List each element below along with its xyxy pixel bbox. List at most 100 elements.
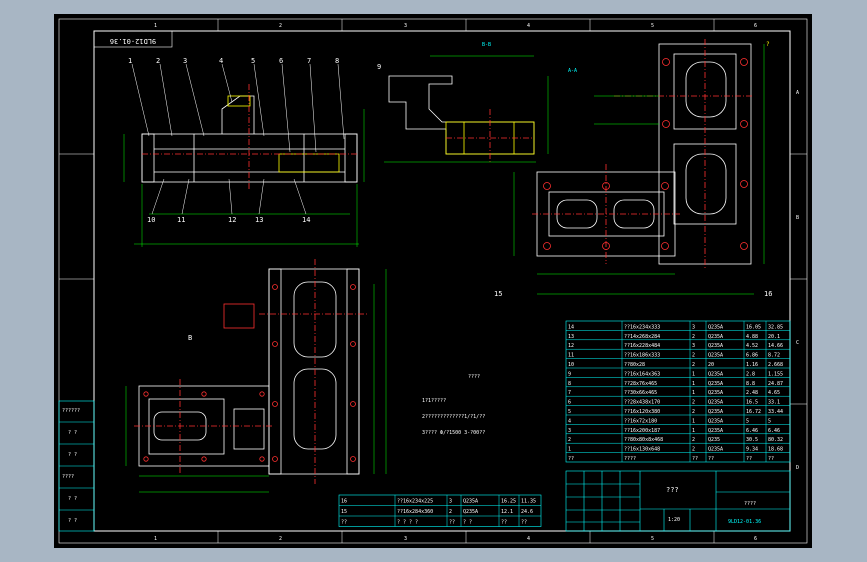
zone-top-5: 5 (651, 23, 654, 29)
bom-cell-mat: Q235A (708, 400, 723, 406)
bom-cell-w2: 4.65 (768, 390, 780, 396)
bom-cell-qty: 3 (692, 343, 695, 349)
bom-lower-cell-mat: ? ? (463, 520, 472, 526)
left-label-5: ? ? (68, 496, 77, 502)
bom-frame (565, 320, 791, 463)
bom-lower-cell-qty: ?? (449, 520, 455, 526)
title-block-company: ???? (744, 501, 756, 507)
zone-bottom-5: 5 (651, 536, 654, 542)
bom-cell-w1: 2.8 (746, 371, 755, 377)
bom-cell-w2: 33.44 (768, 409, 783, 415)
bom-cell-no: 10 (568, 362, 574, 368)
bom-lower-cell-desc: ? ? ? ? (397, 520, 418, 526)
bom-cell-desc: ??16x72x180 (624, 418, 657, 424)
zone-bottom-4: 4 (527, 536, 530, 542)
left-label-4: ???? (62, 474, 74, 480)
bom-lower-cell-desc: ??16x234x225 (397, 499, 433, 505)
bom-cell-desc: ??16x200x187 (624, 428, 660, 434)
bom-cell-desc: ??16x234x333 (624, 324, 660, 330)
balloon-leaders-top (131, 63, 345, 215)
bom-cell-w2: 18.68 (768, 447, 783, 453)
bom-lower-cell-w2: 24.6 (521, 509, 533, 515)
bom-cell-qty: 2 (692, 334, 695, 340)
zone-right-a: A (796, 90, 799, 96)
outer-frame (58, 18, 808, 544)
bom-cell-mat: Q235A (708, 343, 723, 349)
plan-view-right (513, 164, 754, 295)
bom-cell-w1: 30.5 (746, 437, 758, 443)
bom-cell-no: 11 (568, 353, 574, 359)
bom-cell-w1: 8.8 (746, 381, 755, 387)
bom-cell-qty: 2 (692, 400, 695, 406)
view-label-b: B (188, 334, 192, 342)
bom-cell-desc: ???? (624, 456, 636, 462)
bom-cell-w1: 5 (746, 418, 749, 424)
left-stamp-table (58, 400, 95, 532)
bom-cell-mat: 20 (708, 362, 714, 368)
bom-cell-w2: 32.85 (768, 324, 783, 330)
bom-cell-no: 1 (568, 447, 571, 453)
bom-cell-desc: ??14x268x284 (624, 334, 660, 340)
bom-cell-w2: 24.87 (768, 381, 783, 387)
bom-cell-w1: 4.52 (746, 343, 758, 349)
bom-cell-w1: 16.72 (746, 409, 761, 415)
bom-cell-desc: ??80x28 (624, 362, 645, 368)
bom-lower-cell-w2: 11.35 (521, 499, 536, 505)
corner-mark: ? (766, 41, 770, 48)
bom-cell-desc: ??16x228x484 (624, 343, 660, 349)
bom-cell-w1: 4.88 (746, 334, 758, 340)
zone-top-4: 4 (527, 23, 530, 29)
title-block-title: ??? (666, 486, 679, 494)
section-aa-label: A-A (568, 68, 577, 74)
bom-cell-desc: ??16x164x363 (624, 371, 660, 377)
section-bb-view (384, 55, 549, 164)
bom-cell-w1: 6.46 (746, 428, 758, 434)
bom-lower-cell-w1: 12.1 (501, 509, 513, 515)
bom-cell-no: 12 (568, 343, 574, 349)
front-view (123, 84, 365, 247)
bom-cell-qty: 2 (692, 447, 695, 453)
notes-heading: ???? (468, 374, 480, 380)
drawing-canvas: 1 2 3 4 5 6 1 2 3 4 5 6 A B C D 9LD12-01… (58, 18, 808, 544)
left-label-2: ? ? (68, 430, 77, 436)
bom-lower-cell-no: ?? (341, 520, 347, 526)
bom-lower-cell-no: 15 (341, 509, 347, 515)
bom-cell-qty: 1 (692, 418, 695, 424)
bom-cell-mat: Q235A (708, 381, 723, 387)
bom-cell-w1: 9.34 (746, 447, 758, 453)
bom-cell-w1: 2.48 (746, 390, 758, 396)
side-view (125, 379, 274, 493)
section-aa-view (594, 39, 765, 269)
title-block-number: 9LD12-01.36 (728, 519, 761, 525)
bom-cell-qty: 2 (692, 437, 695, 443)
bom-cell-no: 9 (568, 371, 571, 377)
bom-lower-cell-qty: 2 (449, 509, 452, 515)
bom-cell-desc: ??28x76x465 (624, 381, 657, 387)
balloon-6: 6 (279, 57, 283, 65)
balloon-11: 11 (177, 216, 185, 224)
bom-lower-cell-w1: ?? (501, 520, 507, 526)
notes-line-1: 1?1????? (422, 398, 446, 404)
bom-cell-qty: 2 (692, 409, 695, 415)
bom-cell-mat: Q235 (708, 437, 720, 443)
zone-top-2: 2 (279, 23, 282, 29)
bom-cell-qty: 2 (692, 353, 695, 359)
bom-cell-qty: 3 (692, 324, 695, 330)
bom-cell-qty: 1 (692, 381, 695, 387)
zone-bottom-2: 2 (279, 536, 282, 542)
bom-cell-qty: 2 (692, 362, 695, 368)
bom-cell-w1: 6.86 (746, 353, 758, 359)
zone-bottom-3: 3 (404, 536, 407, 542)
bom-lower-frame (338, 494, 542, 527)
bom-cell-qty: ?? (692, 456, 698, 462)
bom-cell-no: 7 (568, 390, 571, 396)
balloon-1: 1 (128, 57, 132, 65)
zone-bottom-1: 1 (154, 536, 157, 542)
bom-cell-desc: ??16x120x380 (624, 409, 660, 415)
bom-cell-desc: ??16x186x333 (624, 353, 660, 359)
bom-cell-mat: Q235A (708, 428, 723, 434)
bom-lower-cell-mat: Q235A (463, 509, 478, 515)
bom-cell-desc: ??28x438x170 (624, 400, 660, 406)
